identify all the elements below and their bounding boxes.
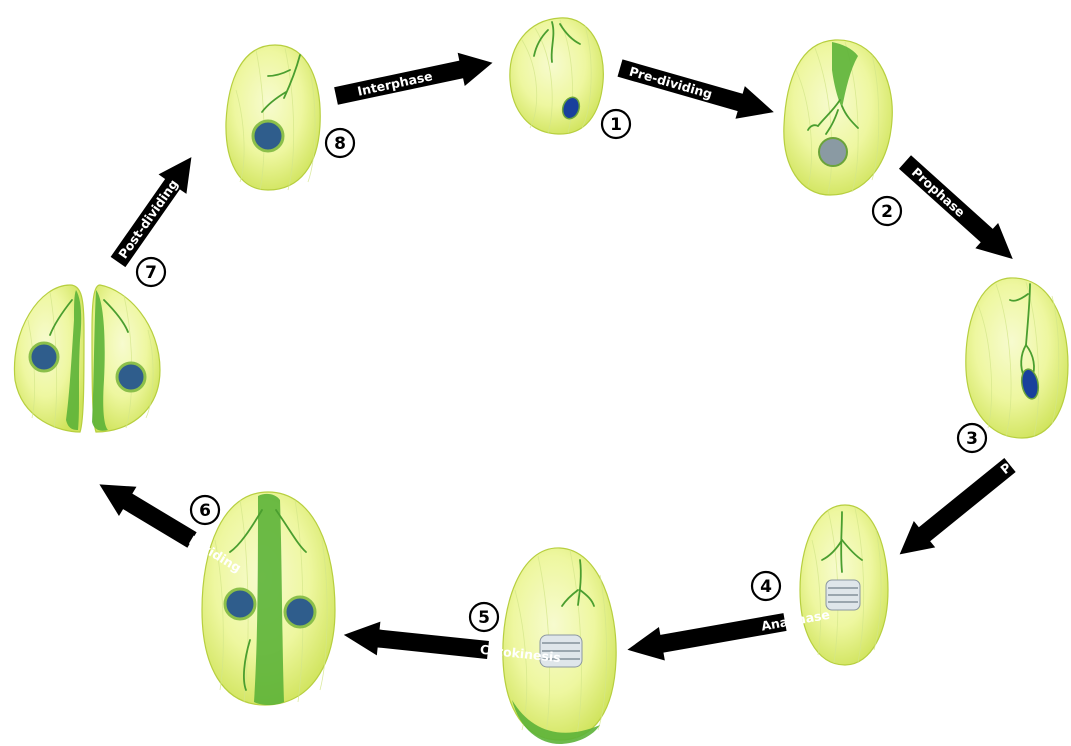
step-number-6: 6 xyxy=(199,501,211,521)
step-badge-4: 4 xyxy=(750,570,782,602)
step-number-4: 4 xyxy=(760,577,772,597)
arrow-label-post-dividing: Post-dividing xyxy=(115,177,181,262)
arrow-prophase: Prophase xyxy=(898,155,1013,260)
step-number-7: 7 xyxy=(145,263,157,283)
step-badge-2: 2 xyxy=(871,195,903,227)
cell-stage-1 xyxy=(509,17,604,135)
cell-stage-3 xyxy=(965,277,1069,439)
step-number-2: 2 xyxy=(881,202,893,222)
step-number-3: 3 xyxy=(966,429,978,449)
cell-stage-6 xyxy=(201,491,336,706)
arrow-label-interphase: Interphase xyxy=(356,68,434,99)
step-badge-3: 3 xyxy=(956,422,988,454)
arrow-pre-dividing: Pre-dividing xyxy=(617,59,774,119)
cell-stage-7 xyxy=(13,284,161,433)
step-number-5: 5 xyxy=(478,608,490,628)
cell-stage-2 xyxy=(783,39,893,196)
step-badge-6: 6 xyxy=(189,494,221,526)
cell-stage-8 xyxy=(225,44,321,191)
cell-stage-5 xyxy=(502,547,617,744)
arrow-interphase: Interphase xyxy=(334,52,493,105)
step-badge-1: 1 xyxy=(600,108,632,140)
arrow-label-prophase: Prophase xyxy=(909,164,968,219)
spindle-stage-4 xyxy=(825,579,861,611)
step-badge-8: 8 xyxy=(324,127,356,159)
step-number-1: 1 xyxy=(610,115,622,135)
cell-stage-4 xyxy=(799,504,889,666)
step-badge-5: 5 xyxy=(468,601,500,633)
arrow-post-dividing: Post-dividing xyxy=(110,157,192,268)
step-badge-7: 7 xyxy=(135,256,167,288)
spindle-stage-5 xyxy=(539,634,583,668)
step-number-8: 8 xyxy=(334,134,346,154)
